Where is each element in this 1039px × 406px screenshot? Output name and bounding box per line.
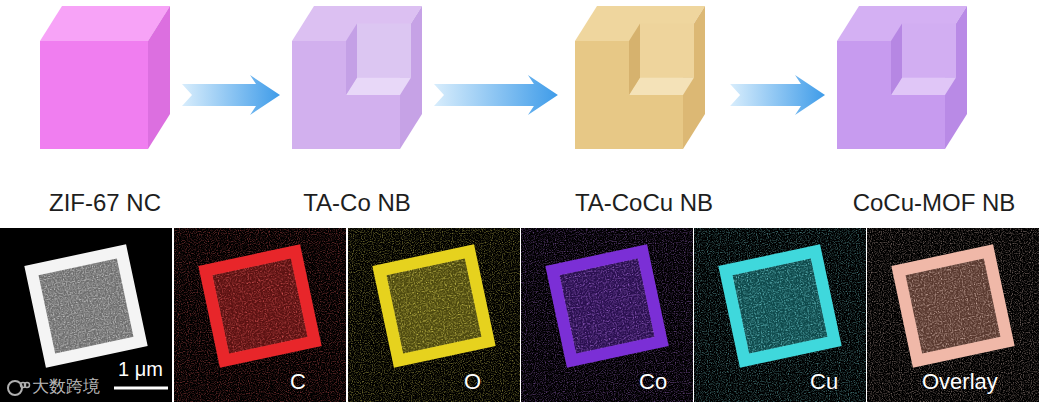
particle-texture xyxy=(213,259,308,354)
notch-face xyxy=(902,24,956,78)
hollow-cube xyxy=(837,6,967,149)
eds-map xyxy=(694,228,866,402)
particle-shell xyxy=(725,251,834,360)
cube-node: TA-CoCu NB xyxy=(570,0,718,226)
image-panel: C xyxy=(174,228,346,402)
notch-face xyxy=(891,24,902,96)
particle-shell xyxy=(898,251,1007,360)
eds-map xyxy=(348,228,520,402)
panel-ground xyxy=(0,228,172,402)
eds-map xyxy=(174,228,346,402)
panel-ground xyxy=(694,228,866,402)
logo-ring xyxy=(8,381,22,395)
map-noise xyxy=(694,228,866,402)
watermark: 大数跨境 xyxy=(32,378,100,397)
image-panel: Cu xyxy=(694,228,866,402)
particle xyxy=(31,251,140,360)
panel-label: O xyxy=(464,370,481,394)
notch-face xyxy=(629,78,694,96)
cube-label: CoCu-MOF NB xyxy=(853,190,1016,216)
particle-shell xyxy=(552,251,661,360)
process-arrow xyxy=(182,75,280,115)
map-noise xyxy=(348,228,520,402)
map-noise xyxy=(174,228,346,402)
notch-face xyxy=(629,24,640,96)
watermark-logo xyxy=(8,381,30,395)
process-arrow xyxy=(434,75,558,115)
panel-ground xyxy=(867,228,1039,402)
cube-face xyxy=(148,6,170,149)
particle-texture xyxy=(906,259,1001,354)
particle-shell xyxy=(205,251,314,360)
particle-texture xyxy=(39,259,134,354)
tem-panel xyxy=(0,228,172,402)
eds-map xyxy=(867,228,1039,402)
notch-face xyxy=(640,24,694,78)
panel-ground xyxy=(174,228,346,402)
panel-label: Cu xyxy=(810,370,838,394)
image-panel: Co xyxy=(521,228,693,402)
cube-node: ZIF-67 NC xyxy=(40,0,170,226)
particle-texture xyxy=(733,259,828,354)
particle xyxy=(205,251,314,360)
particle-texture xyxy=(560,259,655,354)
panel-ground xyxy=(348,228,520,402)
panel-ground xyxy=(521,228,693,402)
particle-shell xyxy=(31,251,140,360)
cube-node: TA-Co NB xyxy=(292,0,422,226)
image-panel: Overlay xyxy=(867,228,1039,402)
panel-label: Co xyxy=(639,370,667,394)
cube-label: ZIF-67 NC xyxy=(49,190,161,216)
particle xyxy=(552,251,661,360)
notch-face xyxy=(891,78,956,96)
hollow-cube xyxy=(575,6,705,149)
map-noise xyxy=(521,228,693,402)
particle xyxy=(725,251,834,360)
scale-bar xyxy=(114,387,168,390)
particle xyxy=(379,251,488,360)
cube-label: TA-Co NB xyxy=(303,190,411,216)
notch-face xyxy=(346,24,357,96)
notch-face xyxy=(357,24,411,78)
image-panel: 1 μm xyxy=(0,228,172,402)
notch-face xyxy=(346,78,411,96)
logo-dot xyxy=(25,383,30,388)
cube-face xyxy=(40,41,148,149)
hollow-cube xyxy=(292,6,422,149)
panel-label: Overlay xyxy=(922,370,998,394)
map-noise xyxy=(867,228,1039,402)
panel-label: 1 μm xyxy=(118,358,163,380)
cube xyxy=(40,6,170,149)
particle-texture xyxy=(387,259,482,354)
eds-map xyxy=(521,228,693,402)
cube-face xyxy=(40,6,170,41)
particle xyxy=(898,251,1007,360)
process-arrow xyxy=(730,75,825,115)
cube-node: CoCu-MOF NB xyxy=(837,0,1020,226)
cube-label: TA-CoCu NB xyxy=(575,190,713,216)
panel-label: C xyxy=(290,370,306,394)
particle-shell xyxy=(379,251,488,360)
image-panel: O xyxy=(348,228,520,402)
